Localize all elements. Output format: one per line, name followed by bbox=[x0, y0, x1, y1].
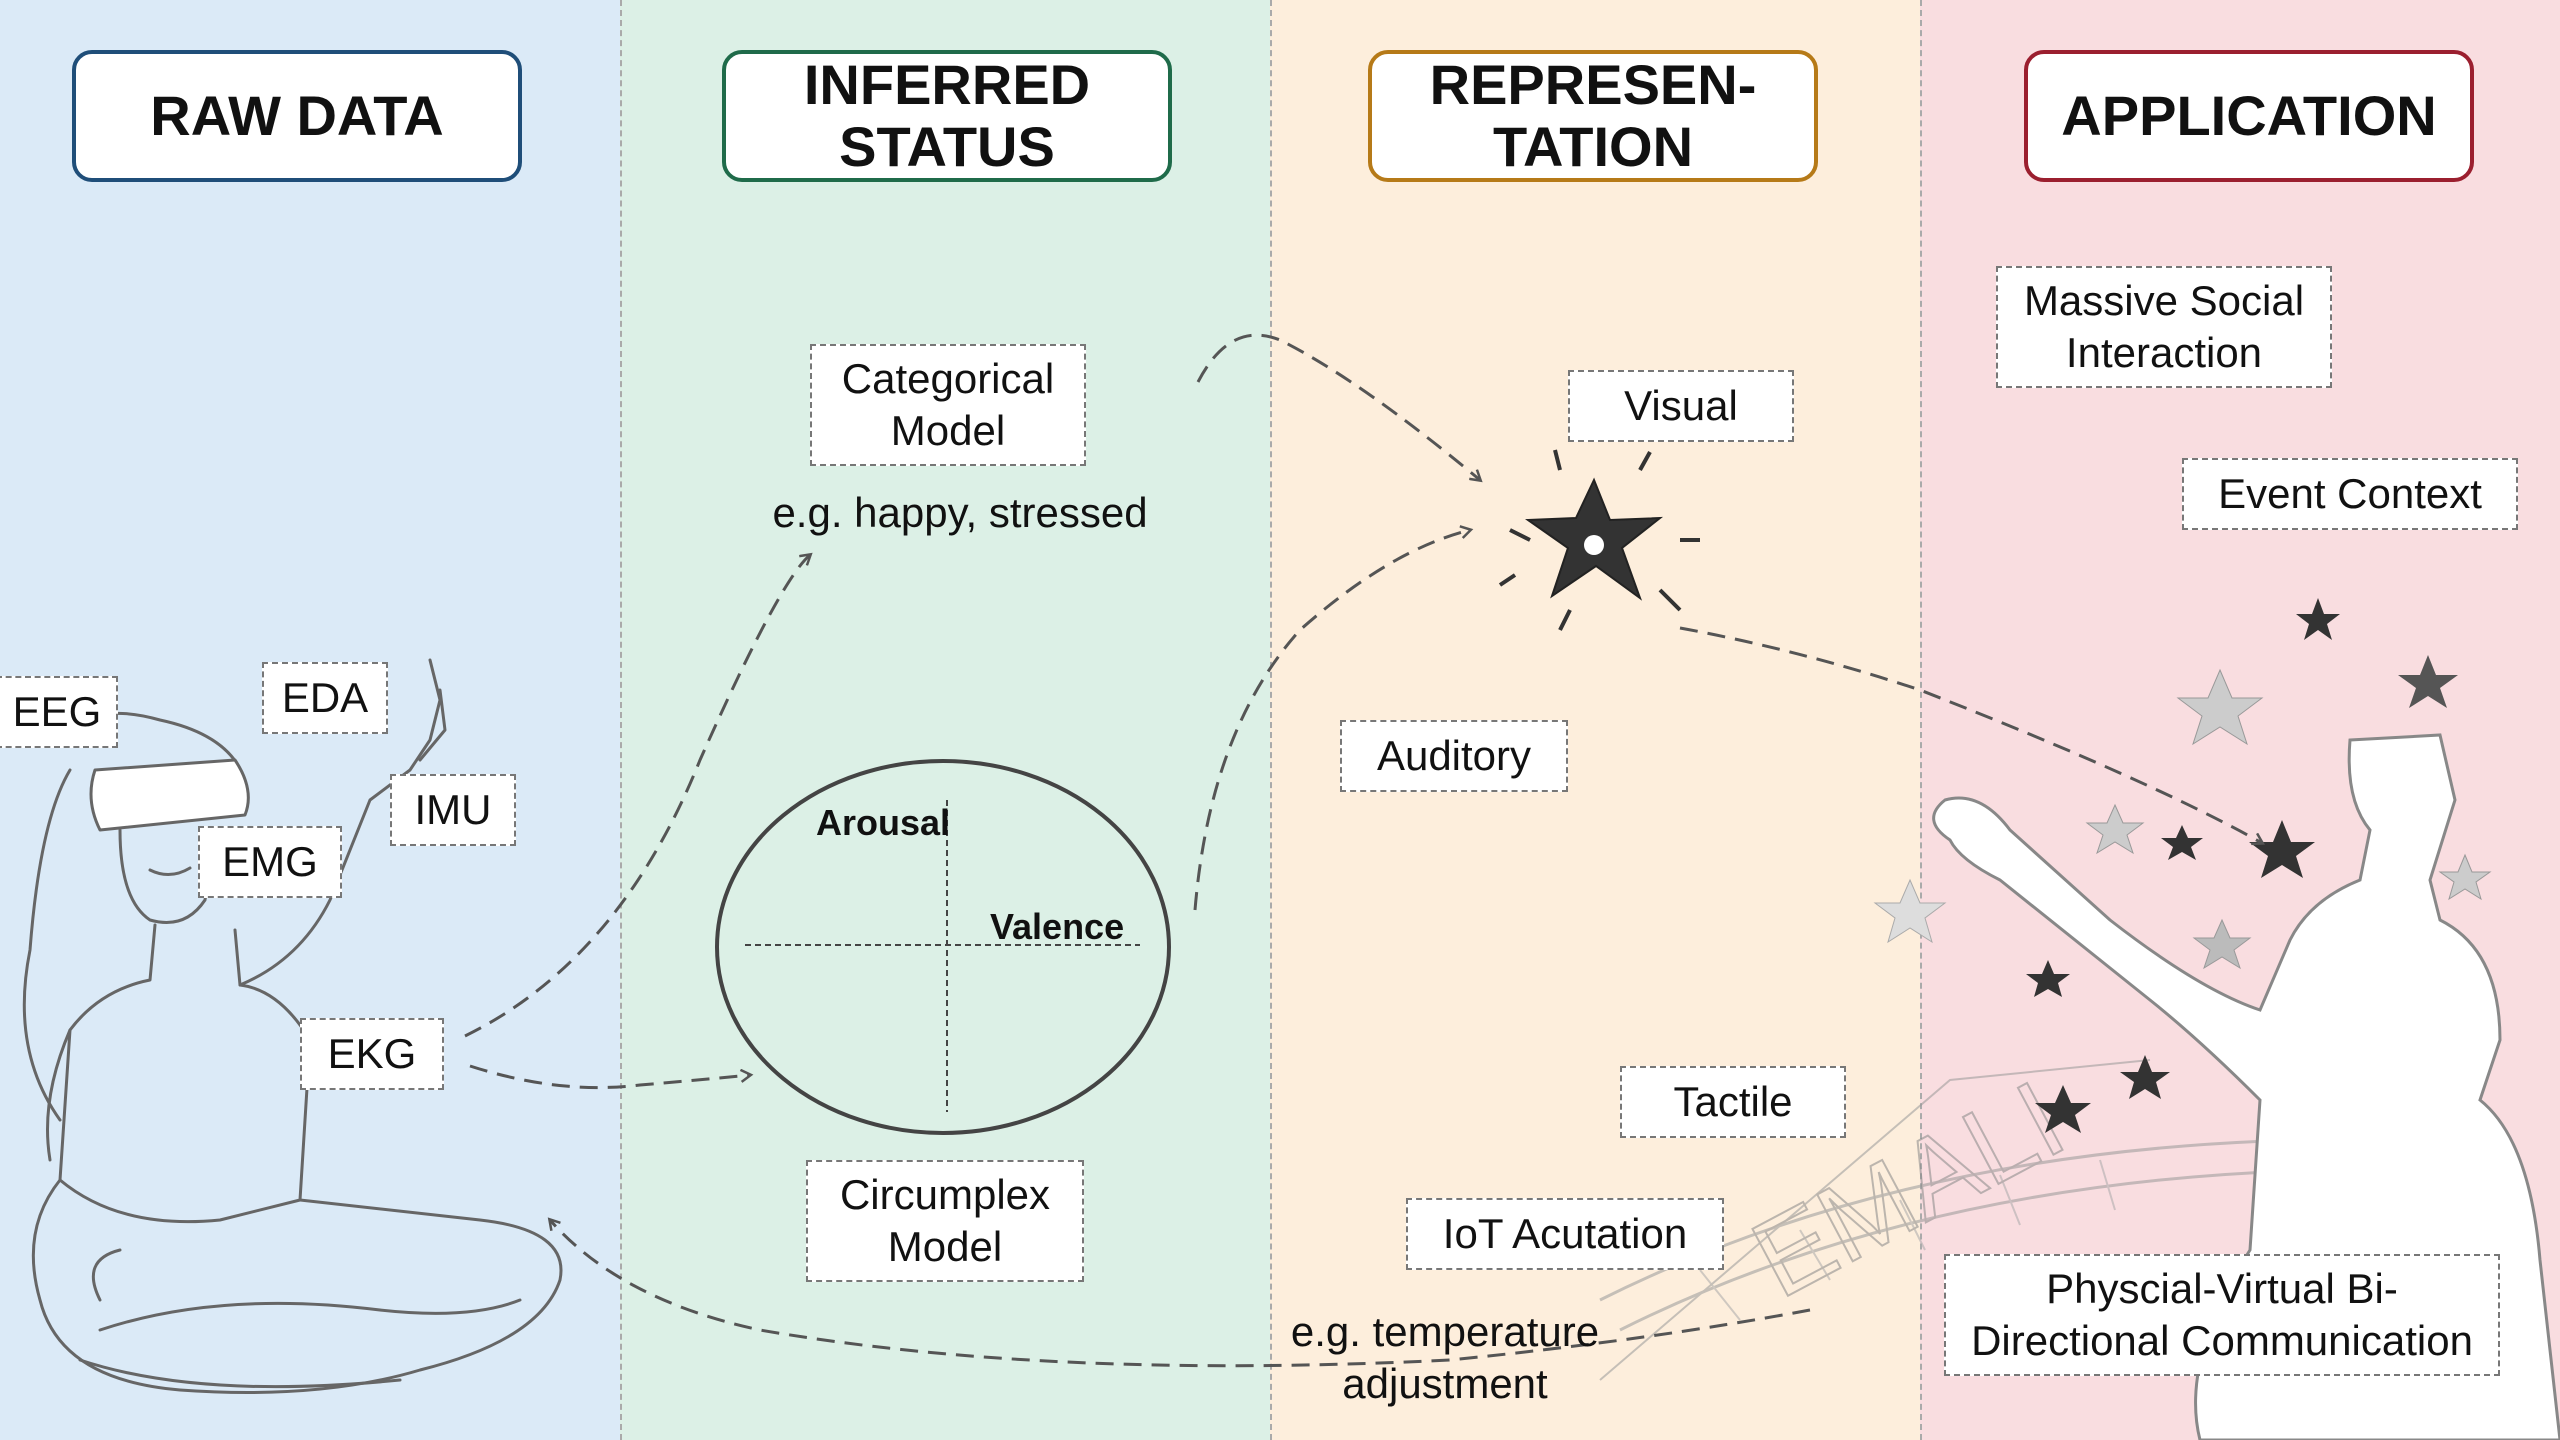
arrow-circumplex-to-visual bbox=[1193, 530, 1470, 911]
arrow-bidirectional-to-user bbox=[550, 1220, 1811, 1368]
iot-actuation-box: IoT Acutation bbox=[1406, 1198, 1724, 1270]
iot-example: e.g. temperature adjustment bbox=[1290, 1308, 1600, 1407]
circumplex-diagram bbox=[715, 759, 1171, 1135]
sensor-ekg: EKG bbox=[300, 1018, 444, 1090]
inferred-status-header: INFERRED STATUS bbox=[722, 50, 1172, 182]
sensor-emg: EMG bbox=[198, 826, 342, 898]
categorical-model-box: Categorical Model bbox=[810, 344, 1086, 466]
sensor-imu: IMU bbox=[390, 774, 516, 846]
star-decorations bbox=[1498, 449, 2492, 1133]
bidirectional-communication-box: Physcial-Virtual Bi- Directional Communi… bbox=[1944, 1254, 2500, 1376]
circumplex-model-box: Circumplex Model bbox=[806, 1160, 1084, 1282]
sensor-eeg: EEG bbox=[0, 676, 118, 748]
auditory-box: Auditory bbox=[1340, 720, 1568, 792]
vr-user-illustration bbox=[22, 658, 563, 1394]
categorical-example: e.g. happy, stressed bbox=[772, 489, 1148, 536]
massive-social-interaction-box: Massive Social Interaction bbox=[1996, 266, 2332, 388]
arousal-label: Arousal bbox=[816, 802, 951, 843]
tactile-box: Tactile bbox=[1620, 1066, 1846, 1138]
arrow-visual-to-guitarist bbox=[1679, 626, 2262, 843]
valence-label: Valence bbox=[990, 906, 1125, 947]
arrow-categorical-to-visual bbox=[1196, 333, 1480, 480]
event-context-box: Event Context bbox=[2182, 458, 2518, 530]
representation-header: REPRESEN- TATION bbox=[1368, 50, 1818, 182]
visual-box: Visual bbox=[1568, 370, 1794, 442]
raw-data-header: RAW DATA bbox=[72, 50, 522, 182]
sensor-eda: EDA bbox=[262, 662, 388, 734]
arrow-ekg-to-categorical bbox=[464, 555, 810, 1038]
arrow-ekg-to-circumplex bbox=[469, 1064, 750, 1090]
application-header: APPLICATION bbox=[2024, 50, 2474, 182]
